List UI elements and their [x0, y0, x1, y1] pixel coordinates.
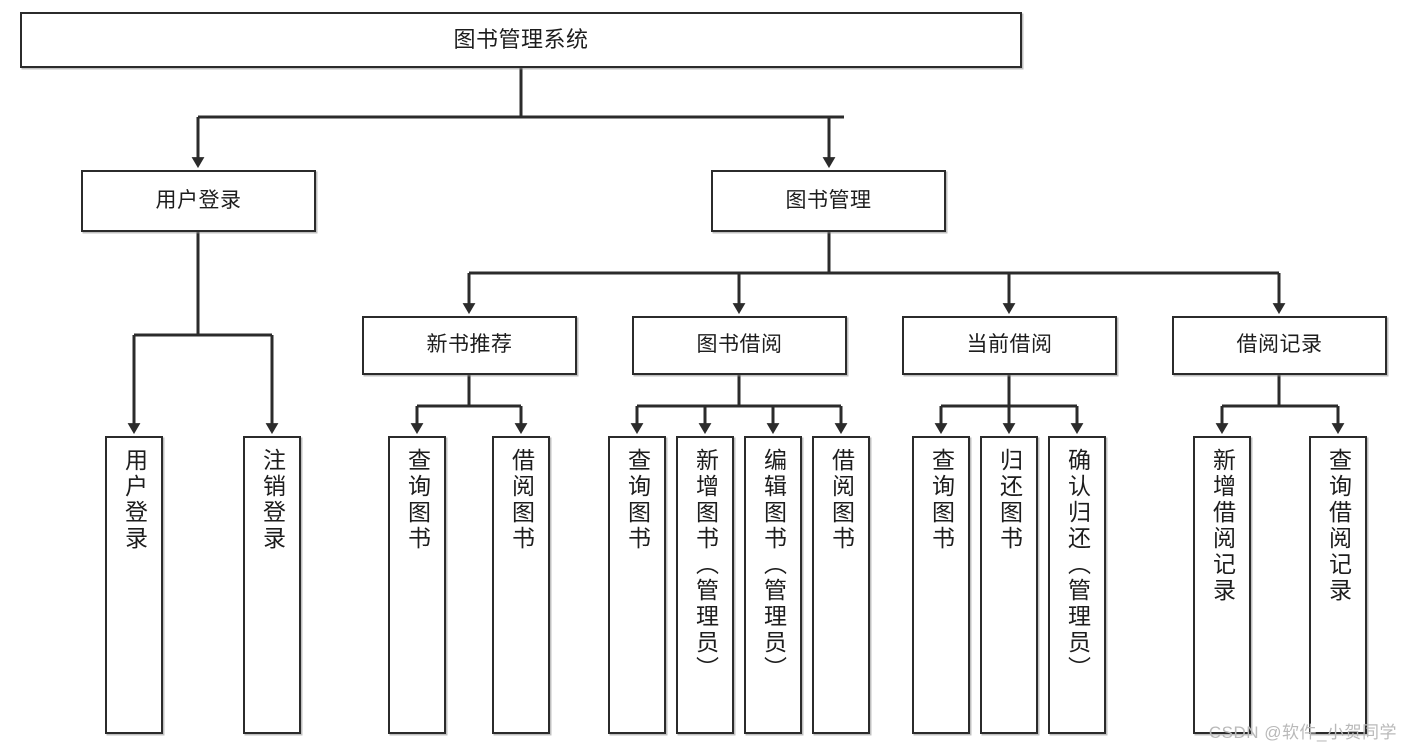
node-label: 注销登录: [259, 448, 286, 552]
node-leaf-add-book[interactable]: 新增图书（管理员）: [676, 436, 734, 734]
node-leaf-confirm-return[interactable]: 确认归还（管理员）: [1048, 436, 1106, 734]
node-leaf-return-book[interactable]: 归还图书: [980, 436, 1038, 734]
node-leaf-borrow-book-1[interactable]: 借阅图书: [492, 436, 550, 734]
node-label: 新书推荐: [426, 333, 513, 357]
node-label: 借阅图书: [508, 448, 535, 552]
node-root-book-management-system[interactable]: 图书管理系统: [20, 12, 1022, 68]
node-leaf-query-book-2[interactable]: 查询图书: [608, 436, 666, 734]
node-leaf-query-book-1[interactable]: 查询图书: [388, 436, 446, 734]
node-label: 当前借阅: [966, 333, 1053, 357]
node-leaf-add-record[interactable]: 新增借阅记录: [1193, 436, 1251, 734]
node-leaf-logout-login[interactable]: 注销登录: [243, 436, 301, 734]
node-leaf-user-login[interactable]: 用户登录: [105, 436, 163, 734]
node-label: 查询图书: [928, 448, 955, 552]
node-label: 查询图书: [624, 448, 651, 552]
node-label: 归还图书: [996, 448, 1023, 552]
node-leaf-query-record[interactable]: 查询借阅记录: [1309, 436, 1367, 734]
node-current-borrow[interactable]: 当前借阅: [902, 316, 1117, 375]
node-book-manage[interactable]: 图书管理: [711, 170, 946, 232]
csdn-watermark: CSDN @软件_小贺同学: [1208, 723, 1397, 742]
node-label: 查询图书: [404, 448, 431, 552]
node-label: 编辑图书（管理员）: [760, 448, 787, 682]
node-label: 借阅图书: [828, 448, 855, 552]
node-user-login[interactable]: 用户登录: [81, 170, 316, 232]
node-label: 借阅记录: [1236, 333, 1323, 357]
node-label: 确认归还（管理员）: [1064, 448, 1091, 682]
node-label: 新增图书（管理员）: [692, 448, 719, 682]
node-leaf-query-book-3[interactable]: 查询图书: [912, 436, 970, 734]
node-label: 用户登录: [121, 448, 148, 552]
node-label: 图书管理: [785, 188, 872, 212]
node-book-borrow[interactable]: 图书借阅: [632, 316, 847, 375]
node-leaf-edit-book[interactable]: 编辑图书（管理员）: [744, 436, 802, 734]
node-new-book-recommend[interactable]: 新书推荐: [362, 316, 577, 375]
node-label: 图书管理系统: [453, 27, 589, 53]
node-leaf-borrow-book-2[interactable]: 借阅图书: [812, 436, 870, 734]
node-label: 图书借阅: [696, 333, 783, 357]
node-label: 查询借阅记录: [1325, 448, 1352, 604]
node-label: 用户登录: [155, 188, 242, 212]
node-borrow-record[interactable]: 借阅记录: [1172, 316, 1387, 375]
node-label: 新增借阅记录: [1209, 448, 1236, 604]
